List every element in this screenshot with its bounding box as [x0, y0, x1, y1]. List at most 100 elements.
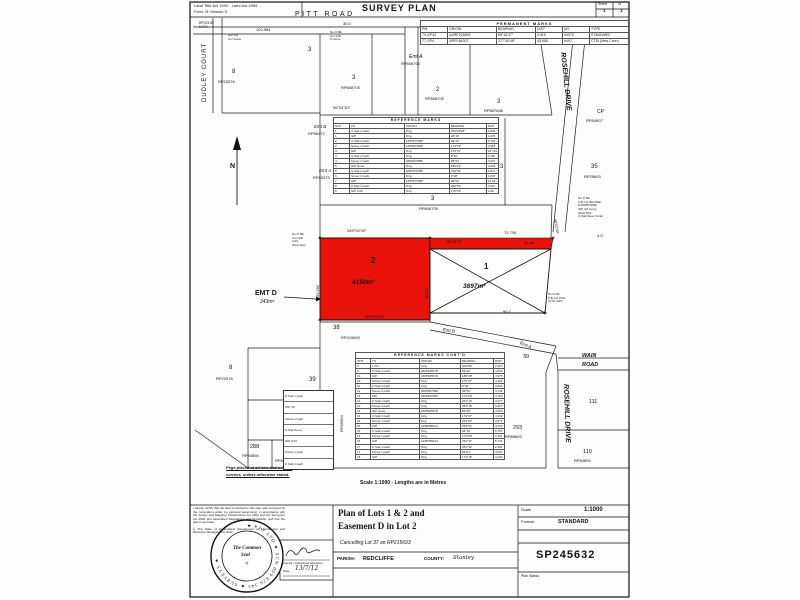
- form-version-line: Form 21 Version 3: [194, 9, 227, 14]
- road-label-wain-2: ROAD: [582, 362, 599, 368]
- lot110-rp: RP84894: [574, 458, 591, 463]
- seal-text-line2: Seal: [241, 553, 250, 558]
- emt-a-top-rp: RP808705: [401, 61, 420, 66]
- note-line: RP22105: [199, 21, 214, 25]
- dim-left-bearing: 96°04'30″: [333, 105, 351, 110]
- mark-list-row: GIP 0.03: [284, 436, 333, 448]
- lot3c-number: 3: [497, 99, 501, 105]
- col-dist: DIST: [493, 357, 505, 364]
- lot3d-rp: RP808705: [419, 206, 438, 211]
- note-line: N.T.S: [199, 25, 208, 30]
- lot35-number: 35: [591, 164, 598, 170]
- road-label-pitt: PITT ROAD: [295, 11, 355, 18]
- permanent-marks-table: PERMANENT MARKS PM ORIGIN BEARING DIST N…: [420, 19, 629, 45]
- plan-title-line2: Easement D in Lot 2: [338, 521, 417, 531]
- emt-a-top-label: Emt A: [409, 54, 423, 60]
- mark-list-row: O Nail in kerb: [284, 391, 333, 403]
- note-line: No O Mk: [578, 196, 590, 200]
- common-seal: ★ PTY LTD ★ ACN 009 826 345 ★ SURVEYS ★: [210, 519, 284, 593]
- emt-d-area: 243m²: [260, 299, 275, 305]
- sheet-total: 1: [620, 8, 623, 13]
- parish-label: PARISH:: [337, 556, 356, 561]
- sheet-label: Sheet: [598, 2, 608, 6]
- scale-label: Scale: [521, 507, 532, 512]
- scale-value: 1:1000: [584, 507, 603, 513]
- note-line: No O Mk: [292, 232, 304, 236]
- sheet-number: 1: [603, 8, 606, 13]
- note-line: Cor Gone: [228, 36, 242, 41]
- reference-marks-contd-table: REFERENCE MARKS CONT'D STN TO ORIGIN BEA…: [355, 352, 505, 460]
- cp-rp: RP84907: [586, 118, 603, 123]
- note-cluster-topleft2: GIP (O)Cor Gone: [228, 33, 242, 41]
- format-label: Format:: [521, 519, 535, 524]
- note-line: Sc O Mk: [548, 292, 560, 296]
- note-line: 0.03: [292, 239, 298, 244]
- dim-mid-dist: 45.720: [425, 288, 429, 299]
- lot8bottom-rp: RP22578: [216, 376, 233, 381]
- note-line: (O.M. GIP): [548, 299, 563, 304]
- dim-corner-note: 4-0: [597, 233, 603, 238]
- parcel1-area: 3897m²: [463, 283, 486, 290]
- dim-strip-dist: 72.709: [504, 230, 517, 235]
- north-arrow: [233, 136, 241, 205]
- note-line: Cor GIP: [330, 33, 341, 38]
- pegs-note-line2: corners, unless otherwise stated.: [226, 472, 290, 477]
- lot3e-number: 3: [500, 164, 504, 170]
- lot38-rp: RP215693: [341, 335, 360, 340]
- mark-list-row: Screw in kerb: [284, 447, 333, 459]
- pegs-note-line1: Pegs placed at all new and original: [226, 465, 293, 470]
- certification-text: I hereby certify that the land comprised…: [193, 506, 285, 525]
- emt-a-mid-rp: RP85373: [313, 175, 330, 180]
- north-label: N: [230, 163, 236, 170]
- lot293-number: 293: [513, 425, 523, 431]
- dim-bottom-dist: 90.7: [503, 309, 511, 314]
- certification-fine-print: I hereby certify that the land comprised…: [193, 506, 285, 538]
- format-value: STANDARD: [558, 519, 589, 525]
- emt-d-arrow: [283, 296, 321, 302]
- parish-value: REDCLIFFE: [363, 556, 394, 562]
- mark-list-row: GIP (O): [284, 402, 333, 414]
- emt-d-label: EMT D: [255, 290, 277, 297]
- mark-list-row: O Nail in kerb: [285, 461, 304, 466]
- seal-text-line3: of: [245, 560, 249, 565]
- lot39left-rp: RP85693: [339, 415, 344, 432]
- lot3b-number: 3: [352, 75, 356, 81]
- dim-pitt-dist: 100.584: [256, 27, 271, 32]
- lot2top-number: 2: [436, 87, 440, 93]
- lot39left-number: 39: [309, 377, 316, 383]
- sheet-of-label: of: [618, 2, 621, 6]
- road-label-dudley: DUDLEY COURT: [202, 42, 208, 102]
- permanent-marks-header-row: PM ORIGIN BEARING DIST NO TYPE: [420, 26, 629, 34]
- cp-label: CP: [597, 109, 604, 115]
- lot111-number: 111: [589, 399, 598, 405]
- note-line: GIP (O) Gone: [578, 206, 597, 211]
- dim-west-dist: 50.292: [315, 284, 320, 297]
- lot38-number: 38: [333, 325, 340, 331]
- sheet-border: [189, 1, 630, 598]
- county-value: Stanley: [453, 555, 474, 561]
- parcel2-number: 2: [371, 256, 376, 265]
- note-line: O Nail (New Conn): [578, 214, 604, 219]
- emt-a-mid-label: Emt A: [319, 168, 332, 173]
- lot3d-number: 3: [431, 196, 435, 202]
- emt-b-mid-rp: RP85372: [308, 131, 325, 136]
- lot3c-rp: RP867648: [484, 108, 503, 113]
- mark-list-row: Screw in kerb: [284, 414, 333, 425]
- seal-text-line1: The Common: [233, 546, 262, 551]
- note-line: No O Mk: [330, 30, 342, 34]
- lot39right-number: 39: [523, 354, 530, 360]
- lot8-top-rp: RP22576: [218, 79, 235, 84]
- date-value: 13/7/12: [295, 565, 319, 572]
- note-line: S.E Cor Post: [548, 295, 566, 300]
